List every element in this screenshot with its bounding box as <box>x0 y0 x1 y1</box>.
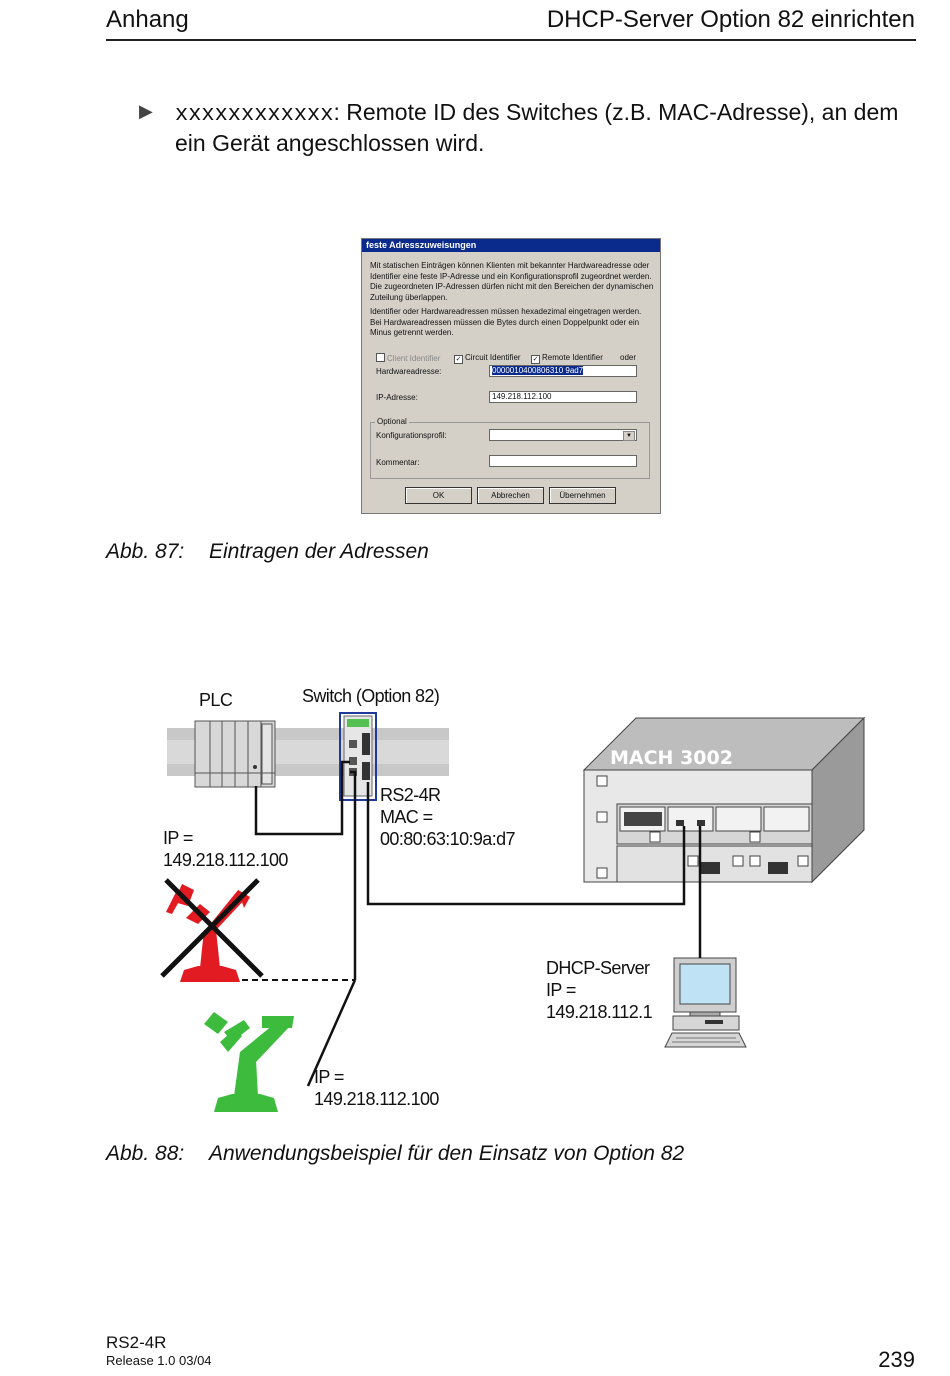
header-chapter-title: DHCP-Server Option 82 einrichten <box>546 6 915 33</box>
new-ip-value: 149.218.112.100 <box>314 1089 439 1109</box>
config-profile-label: Konfigurationsprofil: <box>376 431 447 440</box>
header-rule <box>106 39 916 41</box>
switch-label: Switch (Option 82) <box>302 686 440 706</box>
dialog-intro-text: Mit statischen Einträgen können Klienten… <box>370 261 654 302</box>
checkbox-client-label: Client Identifier <box>387 354 441 363</box>
hardware-address-input[interactable]: 0000010400806310 9ad7 <box>489 365 637 377</box>
dialog-title: feste Adresszuweisungen <box>362 239 660 252</box>
ip-address-label: IP-Adresse: <box>376 393 418 402</box>
old-ip-label: IP = <box>163 828 193 848</box>
checkbox-remote-identifier[interactable]: ✓Remote Identifier <box>531 353 603 364</box>
dropdown-arrow-icon: ▼ <box>623 431 635 441</box>
figure-87-number: Abb. 87: <box>106 540 185 563</box>
ip-address-input[interactable]: 149.218.112.100 <box>489 391 637 403</box>
ok-button[interactable]: OK <box>405 487 472 504</box>
switch-mac-label: MAC = <box>380 807 433 827</box>
static-address-dialog: feste Adresszuweisungen Mit statischen E… <box>361 238 661 514</box>
dhcp-ip-label: IP = <box>546 980 576 1000</box>
dhcp-server-info: DHCP-Server IP = 149.218.112.1 <box>546 957 653 1023</box>
checkmark-icon: ✓ <box>531 355 540 364</box>
network-cables <box>254 760 702 1087</box>
footer-product: RS2-4R <box>106 1333 167 1352</box>
mach-3002-device <box>582 716 866 884</box>
checkbox-unchecked-icon <box>376 353 385 362</box>
checkmark-icon: ✓ <box>454 355 463 364</box>
dhcp-ip-value: 149.218.112.1 <box>546 1002 653 1022</box>
switch-model-label: RS2-4R <box>380 785 441 805</box>
switch-mac-value: 00:80:63:10:9a:d7 <box>380 829 516 849</box>
figure-87-caption: Eintragen der Adressen <box>209 540 429 563</box>
hardware-address-value: 0000010400806310 9ad7 <box>492 366 584 375</box>
figure-88-number: Abb. 88: <box>106 1142 185 1165</box>
green-robot-icon <box>204 1012 294 1112</box>
cancel-button[interactable]: Abbrechen <box>477 487 544 504</box>
switch-device <box>339 712 377 801</box>
new-ip-label: IP = <box>314 1067 344 1087</box>
comment-input[interactable] <box>489 455 637 467</box>
dhcp-server-label: DHCP-Server <box>546 958 650 978</box>
checkbox-client-identifier[interactable]: Client Identifier <box>376 353 440 363</box>
checkbox-remote-label: Remote Identifier <box>542 353 603 362</box>
bullet-arrow-icon: ▶ <box>139 101 153 121</box>
comment-label: Kommentar: <box>376 458 420 467</box>
switch-info: RS2-4R MAC = 00:80:63:10:9a:d7 <box>380 784 516 850</box>
header-section-title: Anhang <box>106 6 189 33</box>
apply-button[interactable]: Übernehmen <box>549 487 616 504</box>
old-ip-value: 149.218.112.100 <box>163 850 288 870</box>
mach-3002-label: MACH 3002 <box>610 747 733 769</box>
plc-label: PLC <box>199 690 233 710</box>
bullet-code: xxxxxxxxxxxx <box>175 102 334 127</box>
bullet-paragraph: xxxxxxxxxxxx: Remote ID des Switches (z.… <box>175 98 915 157</box>
plc-device <box>194 720 276 788</box>
new-device-ip: IP = 149.218.112.100 <box>314 1066 439 1110</box>
checkbox-circuit-label: Circuit Identifier <box>465 353 521 362</box>
figure-88-caption: Anwendungsbeispiel für den Einsatz von O… <box>209 1142 685 1165</box>
checkbox-circuit-identifier[interactable]: ✓Circuit Identifier <box>454 353 521 364</box>
optional-group-label: Optional <box>375 417 409 426</box>
old-device-ip: IP = 149.218.112.100 <box>163 827 288 871</box>
dhcp-server-computer <box>664 957 747 1048</box>
hardware-address-label: Hardwareadresse: <box>376 367 442 376</box>
checkbox-or-label: oder <box>620 353 637 362</box>
dialog-hint-text: Identifier oder Hardwareadressen müssen … <box>370 307 642 337</box>
page-number: 239 <box>878 1347 915 1372</box>
bullet-description: : Remote ID des Switches (z.B. MAC-Adres… <box>175 99 899 156</box>
cross-out-icon <box>160 878 264 978</box>
optional-group <box>370 422 650 479</box>
config-profile-select[interactable]: ▼ <box>489 429 637 441</box>
footer-release: Release 1.0 03/04 <box>106 1353 212 1368</box>
